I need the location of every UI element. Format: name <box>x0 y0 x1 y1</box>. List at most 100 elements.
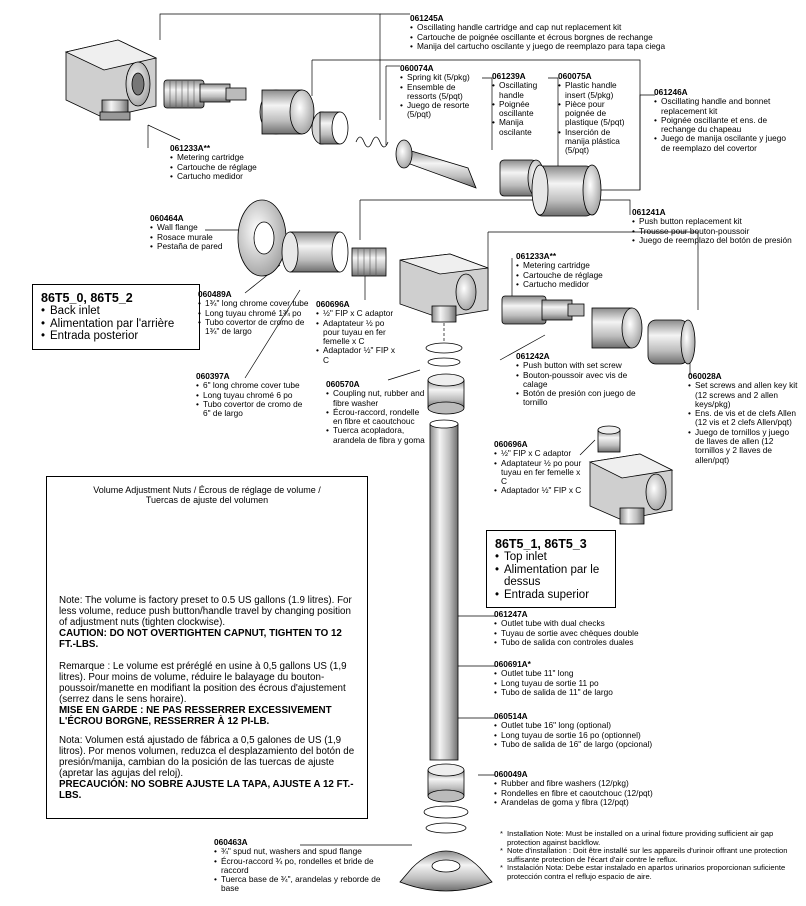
label-line: Rondelles en fibre et caoutchouc (12/pqt… <box>494 788 704 798</box>
label-line: Inserción de manija plástica (5/pqt) <box>558 127 632 156</box>
label-line: Ens. de vis et de clefs Allen (12 vis et… <box>688 409 800 428</box>
model-back-inlet-box: 86T5_0, 86T5_2 Back inletAlimentation pa… <box>32 284 200 350</box>
part-number: 060696A <box>316 299 350 309</box>
label-line: Spring kit (5/pkg) <box>400 72 480 82</box>
label-line: Push button replacement kit <box>632 216 792 226</box>
note-spanish-caution: PRECAUCIÓN: NO SOBRE AJUSTE LA TAPA, AJU… <box>59 779 354 801</box>
label-line: Outlet tube 11" long <box>494 668 654 678</box>
label-line: Outlet tube 16" long (optional) <box>494 720 694 730</box>
model-title: 86T5_0, 86T5_2 <box>41 291 133 305</box>
label-line: Long tuyau chromé 1¾ po <box>198 308 310 318</box>
label-line: Metering cartridge <box>170 152 290 162</box>
label-line: ¾" spud nut, washers and spud flange <box>214 846 400 856</box>
label-060074A: 060074A Spring kit (5/pkg)Ensemble de re… <box>400 63 480 120</box>
label-line: Juego de manija oscilante y juego de ree… <box>654 134 794 153</box>
label-line: Arandelas de goma y fibra (12/pqt) <box>494 797 704 807</box>
label-061239A: 061239A Oscillating handlePoignée oscill… <box>492 71 554 137</box>
note-spanish: Nota: Volumen está ajustado de fábrica a… <box>59 735 359 801</box>
label-line: Tuyau de sortie avec chèques double <box>494 628 674 638</box>
part-number: 061242A <box>516 351 550 361</box>
install-note: Instalación Nota: Debe estar instalado e… <box>500 864 790 881</box>
part-number: 060489A <box>198 289 232 299</box>
label-line: Manija oscilante <box>492 118 554 137</box>
label-060514A: 060514A Outlet tube 16" long (optional)L… <box>494 711 694 749</box>
label-line: Outlet tube with dual checks <box>494 618 674 628</box>
label-060463A: 060463A ¾" spud nut, washers and spud fl… <box>214 837 400 894</box>
label-line: Adaptador ½" FIP x C <box>316 346 402 365</box>
part-number: 061239A <box>492 71 526 81</box>
label-line: Juego de reemplazo del botón de presión <box>632 235 792 245</box>
volume-adjustment-note: Volume Adjustment Nuts / Écrous de régla… <box>46 476 368 819</box>
model-line: Back inlet <box>41 305 191 318</box>
part-number: 060397A <box>196 371 230 381</box>
part-number: 060049A <box>494 769 528 779</box>
part-number: 061245A <box>410 13 444 23</box>
install-note: Installation Note: Must be installed on … <box>500 829 790 847</box>
label-line: Plastic handle insert (5/pkg) <box>558 81 632 100</box>
label-line: Coupling nut, rubber and fibre washer <box>326 389 426 408</box>
label-061241A: 061241A Push button replacement kitTrous… <box>632 207 792 245</box>
label-line: Adaptateur ½ po pour tuyau en fer femell… <box>316 318 402 347</box>
label-line: Cartucho medidor <box>170 171 290 181</box>
label-line: Oscillating handle and bonnet replacemen… <box>654 97 794 116</box>
note-french: Remarque : Le volume est préréglé en usi… <box>59 661 359 727</box>
part-number: 060075A <box>558 71 592 81</box>
label-line: Juego de resorte (5/pqt) <box>400 101 480 120</box>
label-060696A-left: 060696A ½" FIP x C adaptorAdaptateur ½ p… <box>316 299 402 365</box>
part-number: 061233A** <box>516 251 557 261</box>
part-number: 060464A <box>150 213 184 223</box>
label-061233A-mid: 061233A** Metering cartridgeCartouche de… <box>516 251 636 289</box>
note-header: Volume Adjustment Nuts / Écrous de régla… <box>93 485 321 505</box>
label-line: Cartucho medidor <box>516 279 636 289</box>
label-061246A: 061246A Oscillating handle and bonnet re… <box>654 87 794 153</box>
label-line: Long tuyau de sortie 11 po <box>494 678 654 688</box>
part-number: 060028A <box>688 371 722 381</box>
label-line: Push button with set screw <box>516 360 646 370</box>
note-french-caution: MISE EN GARDE : NE PAS RESSERRER EXCESSI… <box>59 705 332 727</box>
label-060049A: 060049A Rubber and fibre washers (12/pkg… <box>494 769 704 807</box>
part-number: 060570A <box>326 379 360 389</box>
note-english-caution: CAUTION: DO NOT OVERTIGHTEN CAPNUT, TIGH… <box>59 628 342 650</box>
label-line: Metering cartridge <box>516 260 636 270</box>
label-line: Écrou-raccord ¾ po, rondelles et bride d… <box>214 856 400 876</box>
install-note: Note d'installation : Doit être installé… <box>500 846 790 864</box>
label-060397A: 060397A 6" long chrome cover tubeLong tu… <box>196 371 308 419</box>
part-number: 060463A <box>214 837 248 847</box>
model-line: Top inlet <box>495 551 607 564</box>
label-060028A: 060028A Set screws and allen key kit (12… <box>688 371 800 465</box>
label-line: Set screws and allen key kit (12 screws … <box>688 381 800 409</box>
label-line: Tubo de salida de 16" de largo (opcional… <box>494 739 694 749</box>
label-line: Écrou-raccord, rondelle en fibre et caou… <box>326 407 426 427</box>
label-line: Juego de tornillos y juego de llaves de … <box>688 427 800 465</box>
part-number: 061247A <box>494 609 528 619</box>
label-line: Rubber and fibre washers (12/pkg) <box>494 778 704 788</box>
label-060570A: 060570A Coupling nut, rubber and fibre w… <box>326 379 426 445</box>
label-line: Manija del cartucho oscilante y juego de… <box>410 41 710 51</box>
label-line: Botón de presión con juego de tornillo <box>516 389 646 408</box>
label-line: Trousse pour bouton-poussoir <box>632 226 792 236</box>
model-top-inlet-box: 86T5_1, 86T5_3 Top inletAlimentation par… <box>486 530 616 608</box>
label-line: Tuerca base de ¾", arandelas y reborde d… <box>214 875 400 894</box>
part-number: 060691A* <box>494 659 531 669</box>
model-line: Alimentation par l'arrière <box>41 318 191 331</box>
label-060075A: 060075A Plastic handle insert (5/pkg)Piè… <box>558 71 632 156</box>
label-line: Cartouche de réglage <box>516 270 636 280</box>
label-line: Adaptador ½" FIP x C <box>494 486 584 496</box>
label-line: Tuerca acopladora, arandela de fibra y g… <box>326 426 426 445</box>
label-line: Tubo covertor de cromo de 6" de largo <box>196 399 308 419</box>
label-line: ½" FIP x C adaptor <box>316 308 402 318</box>
installation-notes: Installation Note: Must be installed on … <box>500 829 790 882</box>
note-english: Note: The volume is factory preset to 0.… <box>59 595 359 650</box>
label-line: Pièce pour poignée de plastique (5/pqt) <box>558 99 632 128</box>
part-number: 061241A <box>632 207 666 217</box>
label-line: Wall flange <box>150 222 230 232</box>
label-line: Tubo covertor de cromo de 1¾" de largo <box>198 317 310 337</box>
label-line: Tubo de salida de 11" de largo <box>494 687 654 697</box>
label-060489A: 060489A 1¾" long chrome cover tubeLong t… <box>198 289 310 337</box>
model-line: Entrada superior <box>495 589 607 602</box>
note-english-text: Note: The volume is factory preset to 0.… <box>59 595 352 628</box>
label-line: Poignée oscillante et ens. de rechange d… <box>654 115 794 135</box>
label-line: Tubo de salida con controles duales <box>494 637 674 647</box>
part-number: 061233A** <box>170 143 211 153</box>
